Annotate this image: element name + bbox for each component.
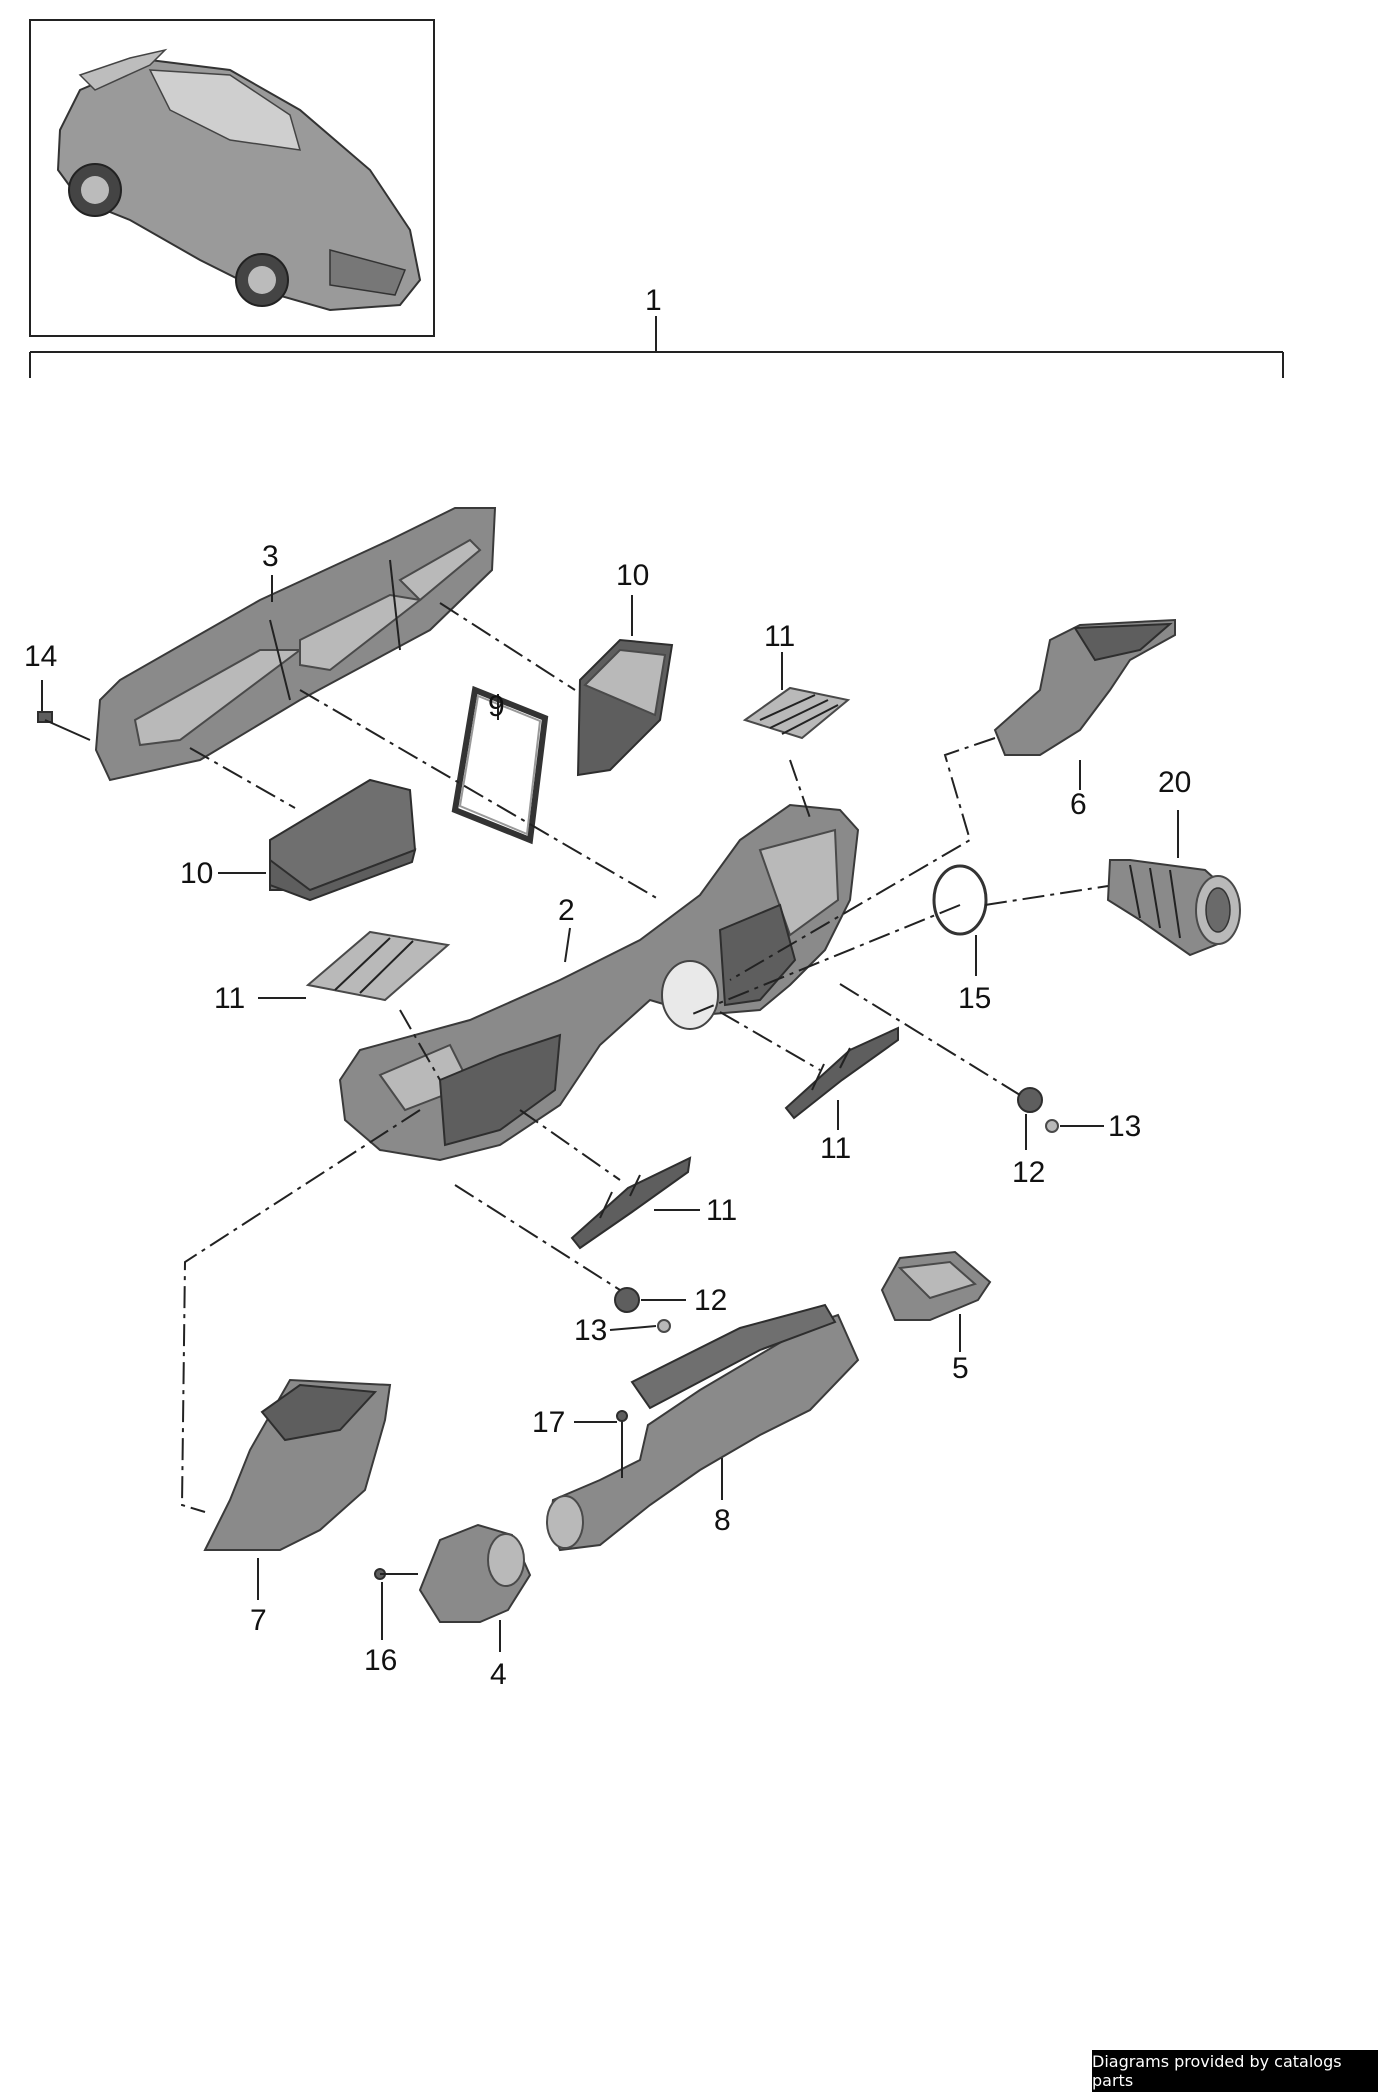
part-11-grille-bottom	[570, 1156, 692, 1250]
callout-11-right: 11	[820, 1132, 851, 1165]
part-11-grille-top	[742, 686, 851, 740]
callout-13-lower: 13	[574, 1314, 607, 1347]
part-10-lower-filter	[269, 778, 417, 902]
part-2-main-housing	[338, 803, 860, 1162]
part-10-upper-filter	[576, 638, 674, 777]
callout-1: 1	[645, 284, 662, 317]
callout-9: 9	[488, 690, 505, 723]
part-6-upper-duct	[993, 618, 1176, 756]
part-5-duct-piece	[880, 1250, 992, 1321]
callout-17: 17	[532, 1406, 565, 1439]
part-12-grommet-lower	[614, 1287, 640, 1313]
callout-10-upper: 10	[616, 559, 649, 592]
part-15-clamp	[932, 864, 988, 936]
part-9-gasket	[451, 685, 549, 845]
part-3-upper-housing	[94, 507, 497, 782]
callout-11-left: 11	[214, 982, 245, 1015]
callout-12-lower: 12	[694, 1284, 727, 1317]
callout-3: 3	[262, 540, 279, 573]
callout-14: 14	[24, 640, 57, 673]
callout-5: 5	[952, 1352, 969, 1385]
vehicle-thumbnail	[29, 19, 435, 337]
car-image	[56, 48, 422, 312]
callout-2: 2	[558, 894, 575, 927]
part-17-screw	[616, 1410, 628, 1478]
part-13-screw-lower	[657, 1319, 671, 1333]
callout-labels: 3 10 14 9 11 6 20 10 2 15 11 11 12 13 11…	[24, 540, 1191, 1691]
part-8-intake-tube	[546, 1303, 860, 1552]
part-11-grille-right	[784, 1026, 899, 1120]
assembly-bracket: 1	[29, 284, 1284, 378]
part-16-screw	[374, 1568, 418, 1580]
part-20-hose	[1106, 859, 1241, 957]
part-14-screw	[37, 680, 91, 741]
callout-4: 4	[490, 1658, 507, 1691]
part-12-grommet-right	[1017, 1087, 1043, 1113]
part-11-grille-left	[305, 930, 451, 1002]
diagram-credit-badge: Diagrams provided by catalogs parts	[1092, 2050, 1378, 2092]
callout-7: 7	[250, 1604, 267, 1637]
callout-12-right: 12	[1012, 1156, 1045, 1189]
callout-13-right: 13	[1108, 1110, 1141, 1143]
callout-11-bottom: 11	[706, 1194, 737, 1227]
part-4-resonator	[418, 1523, 532, 1623]
callout-15: 15	[958, 982, 991, 1015]
leader-lines	[218, 575, 1179, 1652]
part-13-screw-right	[1045, 1119, 1059, 1133]
assembly-lines	[180, 602, 1109, 1513]
callout-11-top: 11	[764, 620, 795, 653]
part-7-lower-duct	[203, 1378, 392, 1551]
callout-16: 16	[364, 1644, 397, 1677]
callout-10-lower: 10	[180, 857, 213, 890]
callout-8: 8	[714, 1504, 731, 1537]
callout-6: 6	[1070, 788, 1087, 821]
callout-20: 20	[1158, 766, 1191, 799]
